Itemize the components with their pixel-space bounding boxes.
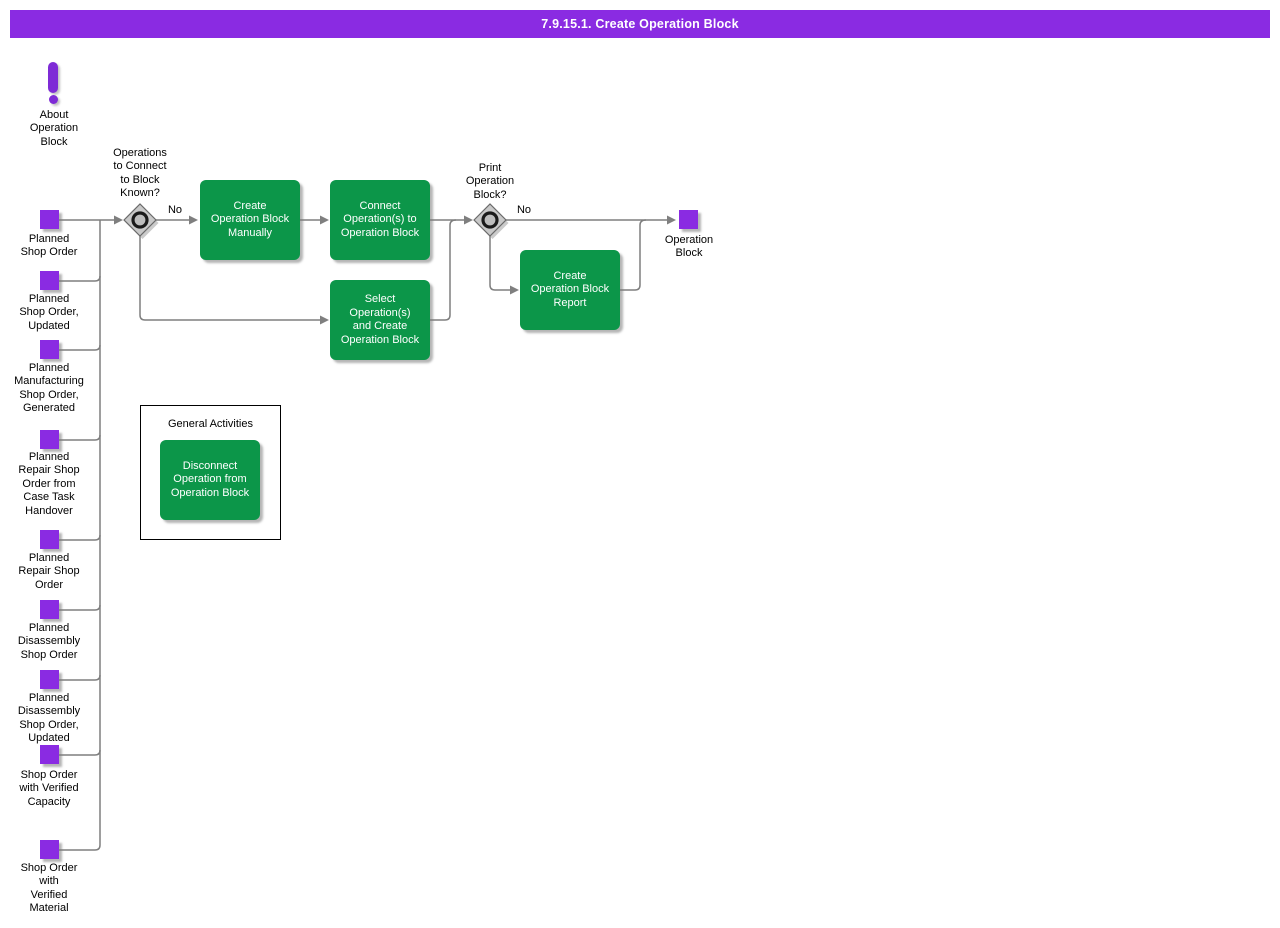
arrowhead-icon [189,215,198,225]
event-planned-shop-order[interactable] [40,210,59,229]
event-planned-shop-order-updated[interactable] [40,271,59,290]
event-planned-repair-shop-order[interactable] [40,530,59,549]
event-planned-disassembly-shop-order[interactable] [40,600,59,619]
event-shop-order-verified-material[interactable] [40,840,59,859]
activity-disconnect-operation-from-block[interactable]: Disconnect Operation from Operation Bloc… [160,440,260,520]
activity-create-operation-block-report[interactable]: Create Operation Block Report [520,250,620,330]
about-label: About Operation Block [29,109,79,148]
event-label: Planned Shop Order, Updated [19,293,79,332]
event-planned-repair-shop-order-handover[interactable] [40,430,59,449]
arrowhead-icon [320,215,329,225]
event-planned-disassembly-shop-order-updated[interactable] [40,670,59,689]
event-label: Planned Manufacturing Shop Order, Genera… [14,362,84,415]
event-planned-mfg-shop-order-generated[interactable] [40,340,59,359]
connector-event-7 [58,674,101,681]
gateway2-no-label: No [516,204,532,216]
connector-event-4 [58,434,101,441]
decision-gateway-print-block [473,203,509,239]
activity-connect-operations-to-block[interactable]: Connect Operation(s) to Operation Block [330,180,430,260]
event-label: Planned Shop Order [20,233,78,259]
connector-event-3 [58,344,101,351]
event-label: Planned Disassembly Shop Order [17,622,81,661]
connector-event-2 [58,275,101,282]
connector-event-6 [58,604,101,611]
gateway1-no-label: No [167,204,183,216]
arrowhead-icon [464,215,473,225]
decision-gateway-operations-known [123,203,159,239]
activity-select-operations-create-block[interactable]: Select Operation(s) and Create Operation… [330,280,430,360]
arrowhead-icon [320,315,329,325]
connector-activity4-merge [620,219,647,291]
connector-activity3-merge [430,219,457,321]
connector-event-5 [58,534,101,541]
event-label: Planned Disassembly Shop Order, Updated [17,692,81,745]
gateway2-question: Print Operation Block? [465,162,515,201]
exclamation-dot-icon [49,95,58,104]
event-label: Planned Repair Shop Order [18,552,80,591]
event-shop-order-verified-capacity[interactable] [40,745,59,764]
connector-event-8 [58,749,101,756]
exclamation-icon [48,62,58,93]
event-label: Shop Order with Verified Material [20,862,78,915]
arrowhead-icon [510,285,519,295]
event-operation-block-output[interactable] [679,210,698,229]
arrowhead-icon [114,215,123,225]
about-info-icon[interactable] [40,58,68,108]
connector-event-bus [58,220,101,851]
connector-gateway1-activity3 [139,236,320,321]
arrowhead-icon [667,215,676,225]
title-bar: 7.9.15.1. Create Operation Block [10,10,1270,38]
activity-create-operation-block-manually[interactable]: Create Operation Block Manually [200,180,300,260]
general-activities-title: General Activities [168,418,253,430]
event-label: Shop Order with Verified Capacity [19,769,79,808]
event-label: Planned Repair Shop Order from Case Task… [18,451,80,517]
gateway1-question: Operations to Connect to Block Known? [113,147,167,200]
connector-gateway2-activity4 [489,236,510,291]
output-label: Operation Block [664,234,714,260]
